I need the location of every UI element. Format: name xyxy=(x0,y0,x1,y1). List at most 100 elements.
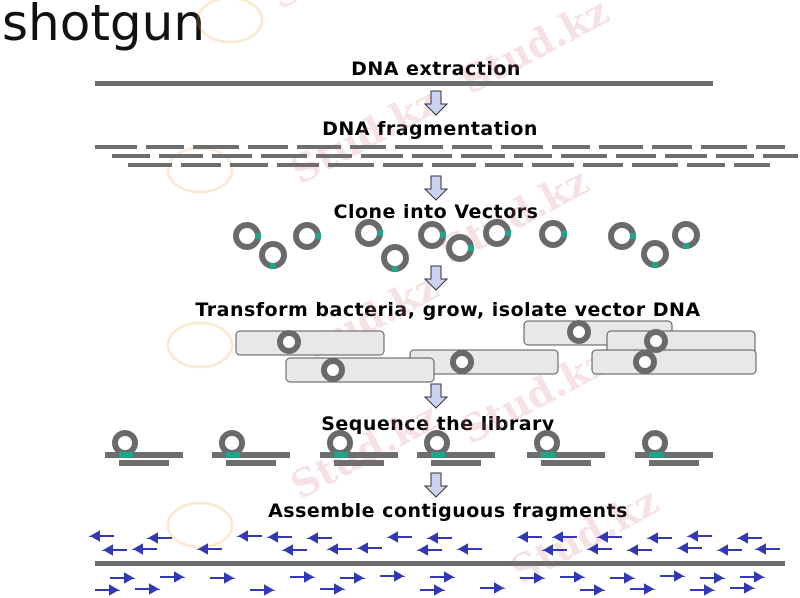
library-clone-icon xyxy=(327,430,353,456)
read-arrow-left-icon xyxy=(88,530,114,542)
read-arrow-right-icon xyxy=(690,584,716,596)
dna-fragment xyxy=(599,145,643,149)
read-arrow-left-icon xyxy=(196,543,222,555)
plasmid-ring xyxy=(112,430,138,456)
dna-fragment xyxy=(561,154,607,158)
dna-fragment xyxy=(277,163,319,167)
plasmid-ring xyxy=(418,221,446,249)
read-arrow-right-icon xyxy=(320,583,346,595)
insert-marker xyxy=(119,452,133,458)
plasmid-icon xyxy=(633,350,657,374)
dna-fragment xyxy=(230,163,268,167)
dna-fragment xyxy=(461,154,505,158)
read-arrow-left-icon xyxy=(596,531,622,543)
dna-fragment xyxy=(687,163,725,167)
read-arrow-right-icon xyxy=(160,571,186,583)
dna-fragment xyxy=(159,154,203,158)
dna-fragment xyxy=(485,163,523,167)
bacterium-cell xyxy=(285,357,435,383)
assembled-contig xyxy=(88,530,785,596)
step-label-assemble-fragments: Assemble contiguous fragments xyxy=(268,500,628,522)
read-arrow-left-icon xyxy=(146,532,172,544)
plasmid-ring xyxy=(259,241,287,269)
plasmid-ring xyxy=(355,219,383,247)
vector-clone-icon xyxy=(233,222,261,250)
insert-marker xyxy=(270,263,276,269)
insert-marker xyxy=(392,266,398,272)
vector-clone-icon xyxy=(483,219,511,247)
watermark-text: Stud.kz xyxy=(263,0,426,18)
library-clone-icon xyxy=(534,430,560,456)
dna-fragment xyxy=(734,163,770,167)
sequence-read xyxy=(226,460,276,466)
dna-fragment xyxy=(350,145,386,149)
read-arrow-left-icon xyxy=(686,530,712,542)
dna-fragment xyxy=(532,163,574,167)
plasmid-ring xyxy=(450,350,474,374)
insert-marker xyxy=(683,243,689,249)
plasmid-icon xyxy=(321,358,345,382)
down-arrow-icon xyxy=(423,175,449,201)
step-label-dna-fragmentation: DNA fragmentation xyxy=(322,118,538,140)
watermark-layer: Stud.kzStud.kzStud.kzStud.kzStud.kzStud.… xyxy=(166,0,666,593)
plasmid-ring xyxy=(534,430,560,456)
dna-fragment xyxy=(112,154,150,158)
read-arrow-left-icon xyxy=(586,543,612,555)
read-arrow-left-icon xyxy=(676,542,702,554)
sequence-read xyxy=(635,452,713,458)
dna-fragment xyxy=(95,145,137,149)
step-label-sequence-library: Sequence the library xyxy=(321,413,555,435)
down-arrow-icon xyxy=(423,472,449,498)
read-arrow-right-icon xyxy=(700,572,726,584)
read-arrow-right-icon xyxy=(250,584,276,596)
insert-marker xyxy=(652,262,658,268)
read-arrow-right-icon xyxy=(420,584,446,596)
watermark-text: Stud.kz xyxy=(283,78,446,193)
plasmid-ring xyxy=(567,320,591,344)
plasmid-ring xyxy=(424,430,450,456)
dna-fragment xyxy=(665,154,707,158)
sequence-read xyxy=(119,460,169,466)
sequenced-library xyxy=(105,430,713,466)
down-arrow-icon xyxy=(423,383,449,409)
insert-marker xyxy=(334,452,348,458)
vector-clone-icon xyxy=(641,240,669,268)
plasmid-icon xyxy=(567,320,591,344)
step-label-dna-extraction: DNA extraction xyxy=(351,58,521,80)
read-arrow-right-icon xyxy=(560,571,586,583)
dna-fragment xyxy=(328,163,374,167)
read-arrow-right-icon xyxy=(630,583,656,595)
insert-marker xyxy=(561,231,567,237)
dna-fragment xyxy=(361,154,403,158)
down-arrow-icon xyxy=(423,265,449,291)
read-arrow-left-icon xyxy=(516,531,542,543)
sequence-read xyxy=(212,452,290,458)
dna-fragment xyxy=(193,145,239,149)
genomic-dna-strand xyxy=(95,81,713,86)
vector-clone-icon xyxy=(608,222,636,250)
read-arrow-right-icon xyxy=(340,572,366,584)
read-arrow-right-icon xyxy=(110,572,136,584)
sequence-read xyxy=(431,460,481,466)
bacterium-cell xyxy=(235,330,385,356)
watermark-logo xyxy=(166,321,234,369)
plasmid-ring xyxy=(381,244,409,272)
dna-fragment xyxy=(432,163,476,167)
dna-fragment xyxy=(501,145,543,149)
watermark-logo xyxy=(196,0,264,44)
insert-marker xyxy=(431,452,445,458)
dna-fragment xyxy=(181,163,221,167)
read-arrow-right-icon xyxy=(580,584,606,596)
read-arrow-left-icon xyxy=(306,532,332,544)
read-arrow-right-icon xyxy=(730,582,756,594)
read-arrow-left-icon xyxy=(266,531,292,543)
page-title: shotgun xyxy=(2,0,206,52)
read-arrow-right-icon xyxy=(480,582,506,594)
dna-fragments xyxy=(95,145,798,167)
plasmid-ring xyxy=(633,350,657,374)
library-clone-icon xyxy=(219,430,245,456)
dna-fragment xyxy=(652,145,692,149)
read-arrow-right-icon xyxy=(740,571,766,583)
plasmid-ring xyxy=(321,358,345,382)
insert-marker xyxy=(505,230,511,236)
